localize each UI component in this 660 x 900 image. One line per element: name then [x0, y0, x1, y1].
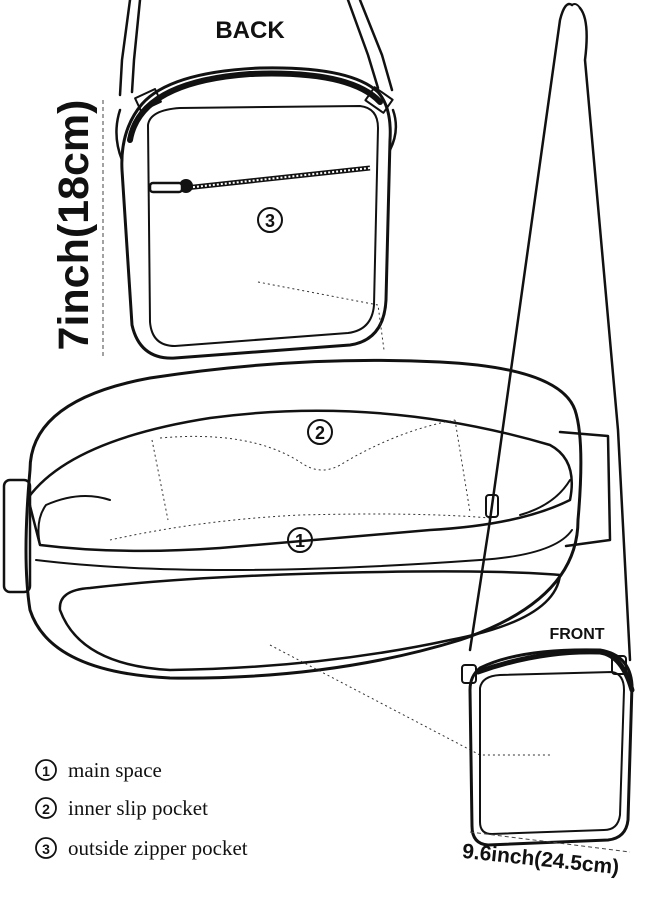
open-view-bag [2, 358, 612, 756]
callout-1: 1 [287, 527, 313, 553]
svg-text:2: 2 [315, 423, 325, 443]
svg-text:outside zipper pocket: outside zipper pocket [68, 836, 248, 860]
svg-text:main space: main space [68, 758, 162, 782]
width-dimension-label: 9.6inch(24.5cm) [461, 840, 620, 879]
svg-text:2: 2 [42, 801, 50, 817]
back-label: BACK [215, 17, 285, 44]
legend-item-inner-slip-pocket: 2 inner slip pocket [35, 796, 208, 820]
legend: 1 main space 2 inner slip pocket 3 outsi… [35, 758, 248, 860]
svg-text:3: 3 [265, 211, 275, 231]
front-label: FRONT [549, 626, 604, 643]
legend-item-outside-zipper-pocket: 3 outside zipper pocket [35, 836, 248, 860]
callout-2: 2 [307, 419, 333, 445]
svg-text:3: 3 [42, 841, 50, 857]
zipper-tab-icon [148, 181, 184, 194]
height-dimension: 7inch(18cm) [50, 100, 104, 358]
legend-item-main-space: 1 main space [35, 758, 162, 782]
zipper-pocket [148, 165, 371, 194]
callout-3: 3 [257, 207, 283, 233]
front-view-bag [461, 2, 635, 847]
svg-text:inner slip pocket: inner slip pocket [68, 796, 208, 820]
svg-text:1: 1 [295, 531, 305, 551]
back-view-bag [115, 0, 398, 360]
svg-text:1: 1 [42, 763, 50, 779]
height-dimension-label: 7inch(18cm) [50, 100, 98, 351]
